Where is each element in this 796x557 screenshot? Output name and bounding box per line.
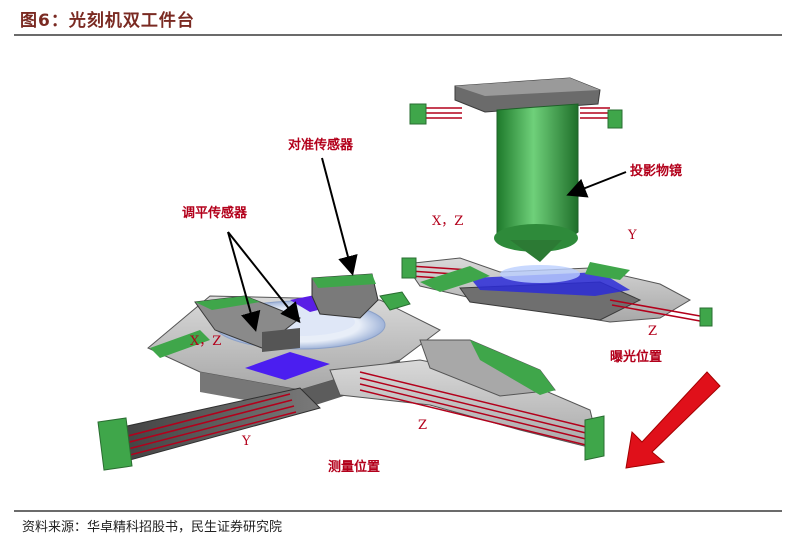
- projection-lens-label: 投影物镜: [630, 164, 683, 179]
- figure-title: 图6：光刻机双工件台: [20, 11, 195, 31]
- measurement-position-label: 测量位置: [328, 460, 381, 475]
- alignment-sensor-label: 对准传感器: [288, 138, 354, 153]
- interferometer-right-icon: [607, 109, 623, 129]
- measurement-stage: [97, 273, 605, 471]
- axis-label-y-right: Y: [628, 228, 637, 243]
- bottom-divider: [14, 510, 782, 512]
- movement-direction-arrow-icon: [625, 371, 721, 469]
- axis-label-z-right: Z: [648, 324, 658, 339]
- axis-label-xz-right: X，Z: [432, 214, 464, 229]
- axis-label-xz-left: X，Z: [190, 334, 222, 349]
- exposure-stage: [401, 77, 713, 327]
- interferometer-left-icon: [409, 103, 427, 125]
- exposure-position-label: 曝光位置: [610, 350, 663, 365]
- label-pointers: [227, 157, 627, 332]
- axis-label-z-left: Z: [418, 418, 428, 433]
- source-note: 资料来源：华卓精科招股书，民生证券研究院: [22, 520, 283, 535]
- top-divider: [14, 34, 782, 36]
- axis-label-y-left: Y: [242, 434, 251, 449]
- leveling-sensor-label: 调平传感器: [182, 206, 248, 221]
